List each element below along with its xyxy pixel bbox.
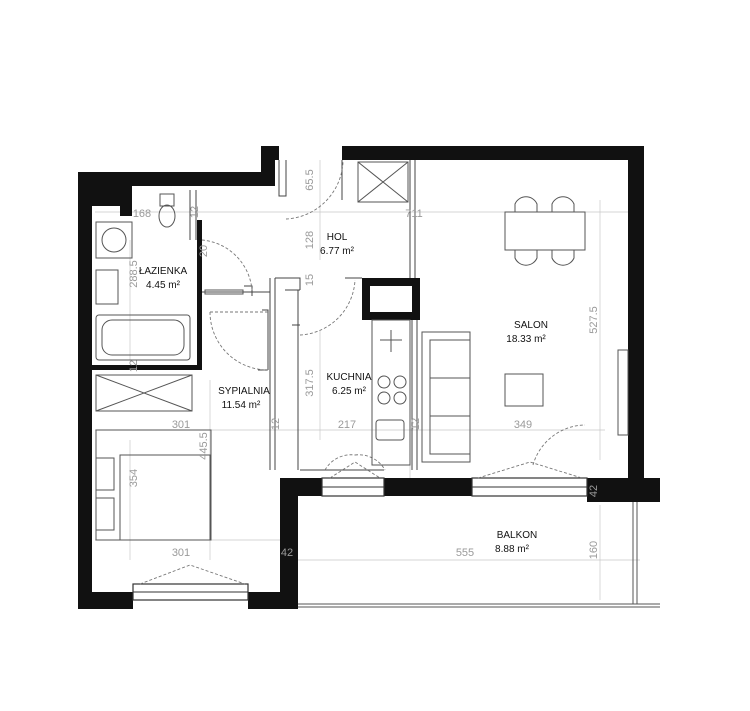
room-lazienka-area: 4.45 m² [146,280,181,291]
dim-15: 15 [304,274,316,286]
dim-160: 160 [588,541,600,559]
dim-65-5: 65.5 [304,169,316,190]
dim-288-5: 288.5 [128,260,140,288]
dim-301-bottom: 301 [172,547,190,559]
room-balkon-area: 8.88 m² [495,544,530,555]
dim-168: 168 [133,208,151,220]
room-sypialnia-name: SYPIALNIA [218,386,270,397]
dim-445-5: 445.5 [198,432,210,460]
room-hol-name: HOL [327,232,348,243]
room-lazienka-name: ŁAZIENKA [139,266,188,277]
dimension-labels: 168 12 711 128 65.5 20 288.5 15 527.5 12… [128,169,600,559]
room-kuchnia-area: 6.25 m² [332,386,367,397]
walls [78,146,660,609]
balcony [298,502,660,608]
room-salon-name: SALON [514,320,548,331]
dim-42-right: 42 [588,485,600,497]
dim-555: 555 [456,547,474,559]
dim-12-kitchen: 12 [410,418,422,430]
dim-12-bath: 12 [189,206,201,218]
room-salon-area: 18.33 m² [506,334,546,345]
room-labels: HOL 6.77 m² ŁAZIENKA 4.45 m² SALON 18.33… [139,232,548,555]
dim-42-left: 42 [281,547,293,559]
dim-301-top: 301 [172,419,190,431]
dim-354: 354 [128,469,140,487]
dim-317-5: 317.5 [304,369,316,397]
dim-349: 349 [514,419,532,431]
room-hol-area: 6.77 m² [320,246,355,257]
room-kuchnia-name: KUCHNIA [326,372,371,383]
dim-527-5: 527.5 [588,306,600,334]
dim-12-bath-bottom: 12 [128,360,140,372]
door-swings [201,161,586,471]
fixtures [95,161,629,541]
partitions [189,160,418,471]
dim-12-mid: 12 [270,418,282,430]
room-sypialnia-area: 11.54 m² [222,400,261,411]
dim-711: 711 [405,208,423,220]
dim-217: 217 [338,419,356,431]
dim-20: 20 [198,245,210,257]
windows [132,461,588,601]
room-balkon-name: BALKON [497,530,538,541]
dim-128: 128 [304,231,316,249]
